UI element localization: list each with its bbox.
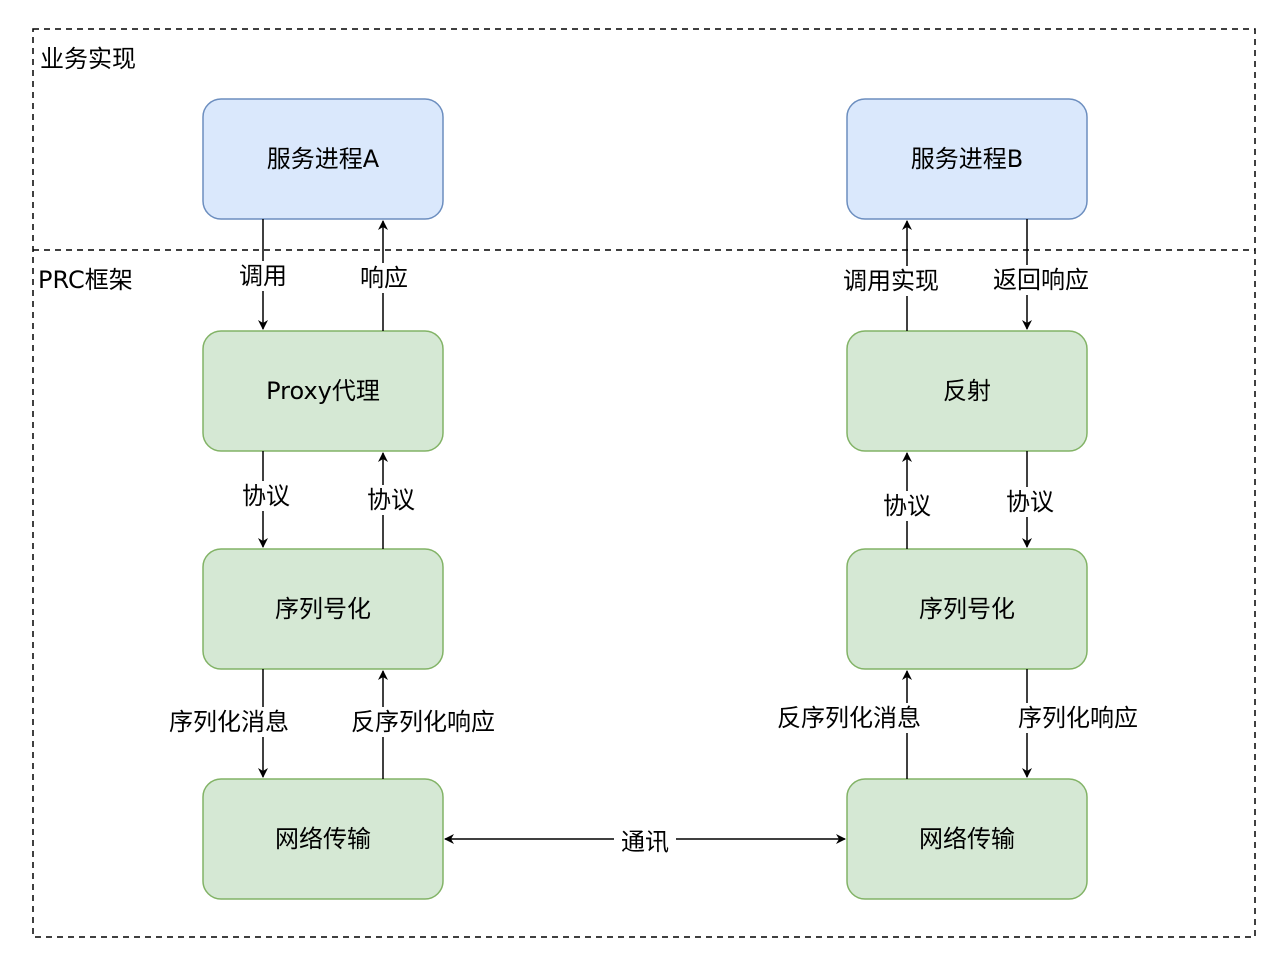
svg-text:序列化响应: 序列化响应 — [1018, 704, 1138, 732]
edge-label-b-return-resp: 返回响应 — [982, 265, 1100, 295]
edge-label-comm: 通讯 — [614, 827, 676, 857]
svg-text:响应: 响应 — [360, 264, 408, 292]
network-a-node[interactable]: 网络传输 — [202, 778, 444, 900]
network-b-node[interactable]: 网络传输 — [846, 778, 1088, 900]
edge-label-a-ser-msg: 序列化消息 — [156, 707, 302, 737]
service-b-label: 服务进程B — [911, 145, 1023, 173]
edge-label-b-deser-msg: 反序列化消息 — [762, 703, 936, 733]
service-a-label: 服务进程A — [267, 145, 380, 173]
svg-text:协议: 协议 — [883, 492, 931, 520]
network-a-label: 网络传输 — [275, 825, 371, 853]
business-region-label: 业务实现 — [40, 45, 136, 73]
edge-label-b-impl-call: 调用实现 — [832, 266, 950, 296]
business-region — [32, 28, 1256, 938]
svg-text:协议: 协议 — [242, 482, 290, 510]
serialize-a-node[interactable]: 序列号化 — [202, 548, 444, 670]
edge-label-a-proto-down: 协议 — [236, 481, 296, 511]
network-b-label: 网络传输 — [919, 825, 1015, 853]
edge-label-a-deser-resp: 反序列化响应 — [336, 707, 510, 737]
svg-text:协议: 协议 — [1006, 488, 1054, 516]
svg-text:通讯: 通讯 — [621, 828, 669, 856]
serialize-b-node[interactable]: 序列号化 — [846, 548, 1088, 670]
serialize-b-label: 序列号化 — [919, 595, 1015, 623]
svg-text:协议: 协议 — [367, 486, 415, 514]
svg-text:返回响应: 返回响应 — [993, 266, 1089, 294]
framework-region-label: PRC框架 — [38, 266, 133, 294]
service-a-node[interactable]: 服务进程A — [202, 98, 444, 220]
reflect-node[interactable]: 反射 — [846, 330, 1088, 452]
edge-label-b-proto-down: 协议 — [1000, 487, 1060, 517]
edge-label-b-ser-resp: 序列化响应 — [1005, 703, 1151, 733]
edge-label-a-proto-up: 协议 — [361, 485, 421, 515]
edge-label-b-proto-up: 协议 — [877, 491, 937, 521]
svg-text:调用: 调用 — [239, 262, 287, 290]
serialize-a-label: 序列号化 — [275, 595, 371, 623]
svg-text:反序列化消息: 反序列化消息 — [777, 704, 921, 732]
service-b-node[interactable]: 服务进程B — [846, 98, 1088, 220]
svg-text:调用实现: 调用实现 — [843, 267, 939, 295]
proxy-label: Proxy代理 — [266, 377, 380, 405]
svg-text:反序列化响应: 反序列化响应 — [351, 708, 495, 736]
proxy-node[interactable]: Proxy代理 — [202, 330, 444, 452]
edge-label-a-response: 响应 — [353, 263, 413, 293]
edge-label-a-call: 调用 — [233, 261, 293, 291]
svg-text:序列化消息: 序列化消息 — [169, 708, 289, 736]
reflect-label: 反射 — [943, 377, 991, 405]
